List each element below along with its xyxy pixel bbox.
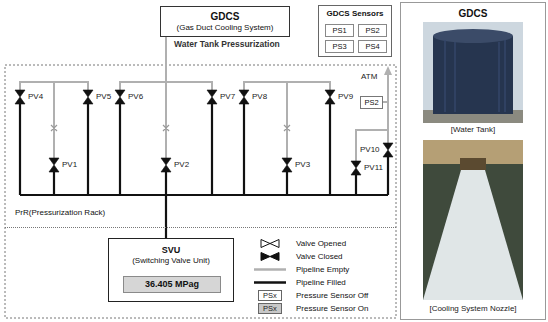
valve-label: PV10 <box>360 145 380 154</box>
valve-symbol <box>15 90 393 175</box>
legend-text: Pipeline Empty <box>296 264 349 275</box>
legend-item: Valve Opened <box>252 238 392 249</box>
node-title: GDCS <box>459 8 488 20</box>
sensor-box: PS1 <box>325 24 354 37</box>
filled-pipe-connector <box>165 228 167 238</box>
nozzle-photo-ground <box>423 140 523 300</box>
system-box: GDCS(Gas Duct Cooling System) <box>160 6 290 37</box>
photo-panel: GDCS <box>400 2 546 320</box>
valve-label: PV4 <box>28 92 43 101</box>
valve-label: PV9 <box>338 92 353 101</box>
node-title: SVU <box>162 245 181 256</box>
valve-label: PV5 <box>96 92 111 101</box>
node-title: PS3 <box>332 42 346 51</box>
legend-text: Pipeline Filled <box>296 277 346 288</box>
flow-label: Water Tank Pressurization <box>174 40 280 50</box>
node-title: PS1 <box>332 26 346 35</box>
sensor-box: PS4 <box>358 40 387 53</box>
node-title: GDCS Sensors <box>327 9 384 19</box>
photo-caption: [Cooling System Nozzle] <box>400 304 546 313</box>
legend-sample <box>252 238 288 249</box>
cooling-nozzle <box>460 158 486 170</box>
empty-pipe-connector <box>165 37 167 65</box>
legend-sample <box>252 264 288 275</box>
node-title: GDCS <box>211 11 240 23</box>
valve-label: PV8 <box>252 92 267 101</box>
node-title: 36.405 MPag <box>145 279 199 290</box>
photo-caption: [Water Tank] <box>400 125 546 134</box>
tank-photo-sky <box>423 22 523 123</box>
valve-open-symbol <box>261 240 279 248</box>
valve-label: PV2 <box>174 160 189 169</box>
sensor-group-box: GDCS SensorsPS1 PS2PS3 PS4 <box>318 5 392 57</box>
valve-label: PV1 <box>62 160 77 169</box>
valve-label: PV7 <box>220 92 235 101</box>
pipe-filled-sample <box>254 281 286 284</box>
node-title: PrR(Pressurization Rack) <box>15 208 105 218</box>
node-title: PS2 <box>364 98 378 107</box>
node-subtitle: (Switching Valve Unit) <box>132 256 210 266</box>
sensor-box: PS2 <box>360 96 383 109</box>
node-title: PS4 <box>365 42 379 51</box>
water-tank-ribs <box>445 40 505 112</box>
pipe-cross-mark <box>51 125 290 131</box>
valve-closed-symbol <box>261 253 279 261</box>
sensor-sample-label: PSx <box>258 303 282 314</box>
valve-label: PV3 <box>295 160 310 169</box>
node-title: PS2 <box>365 26 379 35</box>
legend-item: Pipeline Filled <box>252 277 392 288</box>
sensor-box: PS2 <box>358 24 387 37</box>
legend-sample <box>252 277 288 288</box>
legend-item: Valve Closed <box>252 251 392 262</box>
legend-text: Valve Closed <box>296 251 343 262</box>
valve-label: PV6 <box>128 92 143 101</box>
pressure-readout: 36.405 MPag <box>123 276 221 293</box>
valve-label: PV11 <box>364 163 383 172</box>
sensor-box: PS3 <box>325 40 354 53</box>
legend-item: Pipeline Empty <box>252 264 392 275</box>
vent-label: ATM <box>361 72 377 81</box>
legend-text: Valve Opened <box>296 238 346 249</box>
vent-arrow <box>384 66 392 75</box>
water-tank-body <box>433 36 513 114</box>
sensor-sample-label: PSx <box>258 290 282 301</box>
nozzle-spray <box>423 170 523 300</box>
region-outline <box>5 65 396 318</box>
rack-region: PrR(Pressurization Rack) PS2 <box>5 65 396 228</box>
legend-text: Pressure Sensor Off <box>296 290 368 301</box>
pipeline-empty <box>20 65 388 161</box>
legend-sample <box>252 251 288 262</box>
node-subtitle: (Gas Duct Cooling System) <box>177 23 274 33</box>
unit-box: SVU(Switching Valve Unit) 36.405 MPag <box>108 238 234 302</box>
legend-text: Pressure Sensor On <box>296 303 368 314</box>
pipe-empty-sample <box>254 268 286 271</box>
